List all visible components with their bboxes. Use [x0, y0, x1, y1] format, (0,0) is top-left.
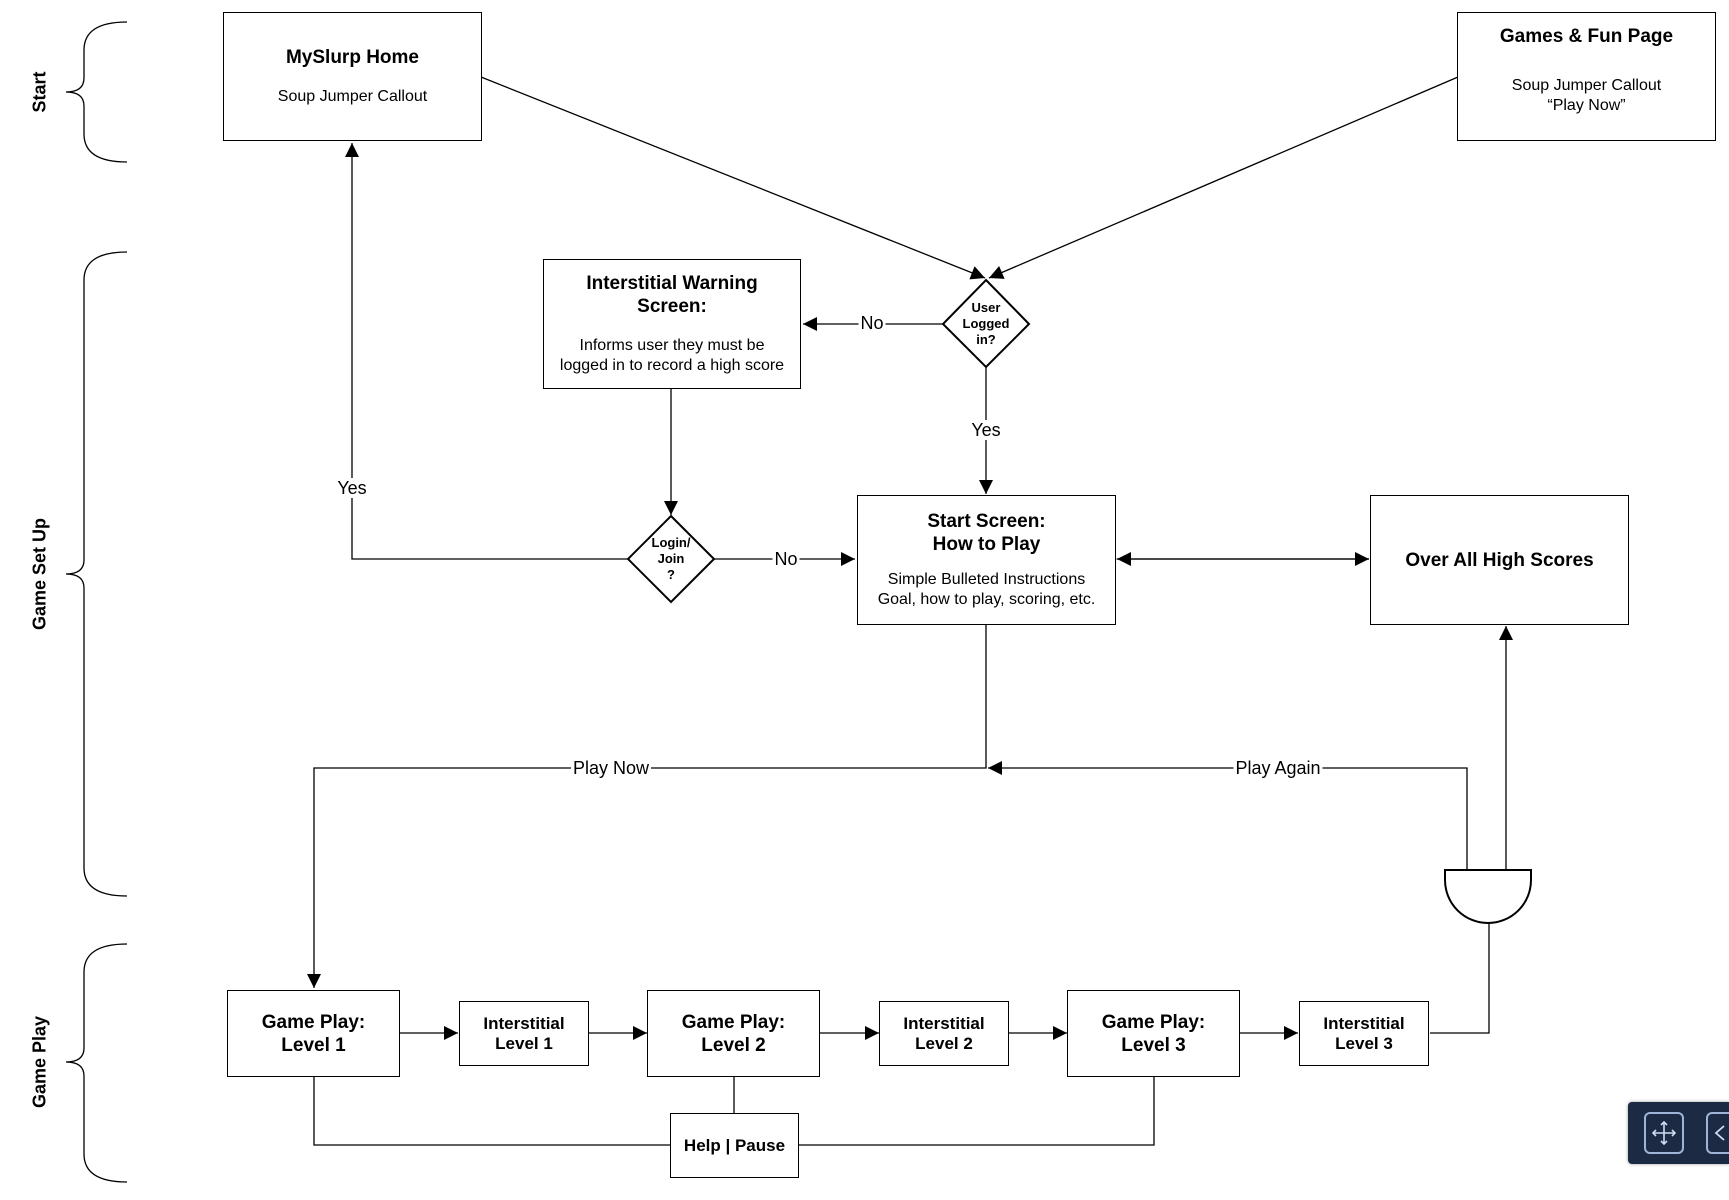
- edge-level3-help: [798, 1076, 1155, 1146]
- decision-user-logged-in: User Logged in?: [962, 300, 1010, 347]
- node-title: Start Screen: How to Play: [927, 511, 1046, 555]
- node-title: Game Play: Level 2: [681, 1011, 786, 1056]
- node-title: Interstitial Level 1: [483, 1013, 565, 1053]
- edge-play-now: [307, 624, 987, 988]
- node-body: Informs user they must be logged in to r…: [559, 337, 785, 374]
- node-interstitial-level-2: Interstitial Level 2: [879, 1001, 1009, 1066]
- node-body: Soup Jumper Callout “Play Now”: [1511, 77, 1662, 114]
- edge-label-no-2: No: [772, 549, 800, 569]
- decision-login-join: Login/ Join ?: [651, 535, 691, 582]
- edge-inter3-gate: [1430, 913, 1490, 1034]
- node-games-fun-page: Games & Fun Page Soup Jumper Callout “Pl…: [1457, 12, 1716, 141]
- edge-label-yes-2: Yes: [335, 478, 369, 498]
- node-help-pause: Help | Pause: [670, 1113, 799, 1178]
- node-interstitial-level-3: Interstitial Level 3: [1299, 1001, 1429, 1066]
- back-button[interactable]: [1706, 1112, 1729, 1154]
- node-title: Help | Pause: [683, 1135, 786, 1155]
- node-title: Over All High Scores: [1405, 549, 1594, 571]
- edge-label-yes-1: Yes: [969, 420, 1003, 440]
- node-title: Interstitial Warning Screen:: [586, 273, 758, 317]
- lane-label-game-setup: Game Set Up: [29, 517, 50, 631]
- node-title: Interstitial Level 3: [1323, 1013, 1405, 1053]
- node-interstitial-level-1: Interstitial Level 1: [459, 1001, 589, 1066]
- edge-games-to-decision: [988, 76, 1459, 279]
- fullscreen-icon: [1651, 1120, 1677, 1146]
- node-game-play-level-1: Game Play: Level 1: [227, 990, 400, 1077]
- node-game-play-level-3: Game Play: Level 3: [1067, 990, 1240, 1077]
- node-title: Game Play: Level 1: [261, 1011, 366, 1056]
- edge-home-to-decision: [480, 76, 986, 280]
- node-title: Games & Fun Page: [1499, 26, 1674, 47]
- brace-start: [65, 21, 128, 163]
- node-body: Soup Jumper Callout: [277, 88, 428, 105]
- brace-play: [65, 943, 128, 1183]
- edge-level1-help: [313, 1076, 670, 1146]
- brace-setup: [65, 251, 128, 897]
- edge-label-no-1: No: [858, 313, 886, 333]
- fullscreen-button[interactable]: [1644, 1112, 1684, 1154]
- viewer-controls: [1628, 1102, 1729, 1164]
- edge-label-play-now: Play Now: [570, 758, 652, 778]
- node-title: Game Play: Level 3: [1101, 1011, 1206, 1056]
- node-body: Simple Bulleted Instructions Goal, how t…: [877, 571, 1096, 608]
- diamond-user-logged-in: [941, 278, 1031, 369]
- node-over-all-high-scores: Over All High Scores: [1370, 495, 1629, 625]
- and-gate: [1444, 869, 1532, 924]
- node-myslurp-home: MySlurp Home Soup Jumper Callout: [223, 12, 482, 141]
- node-interstitial-warning: Interstitial Warning Screen: Informs use…: [543, 259, 801, 389]
- lane-label-game-play: Game Play: [29, 1015, 50, 1109]
- diamond-login-join: [626, 514, 716, 604]
- edge-label-play-again: Play Again: [1233, 758, 1323, 778]
- back-icon: [1714, 1125, 1725, 1141]
- node-title: MySlurp Home: [285, 47, 420, 68]
- node-start-screen: Start Screen: How to Play Simple Bullete…: [857, 495, 1116, 625]
- lane-label-start: Start: [29, 71, 50, 113]
- edge-login-yes-home: [345, 143, 628, 560]
- edge-play-again: [988, 761, 1468, 870]
- node-title: Interstitial Level 2: [903, 1013, 985, 1053]
- node-game-play-level-2: Game Play: Level 2: [647, 990, 820, 1077]
